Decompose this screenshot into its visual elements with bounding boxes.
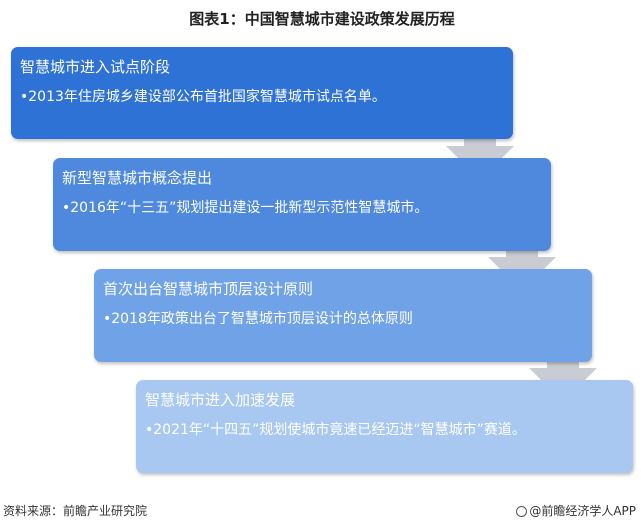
arrow-down-icon bbox=[529, 340, 597, 402]
stage-box-3: 首次出台智慧城市顶层设计原则 •2018年政策出台了智慧城市顶层设计的总体原则 bbox=[94, 269, 592, 362]
stage-box-4: 智慧城市进入加速发展 •2021年“十四五”规划使城市竟速已经迈进“智慧城市”赛… bbox=[136, 380, 633, 473]
brand-logo-icon bbox=[516, 506, 528, 517]
stage-description: •2013年住房城乡建设部公布首批国家智慧城市试点名单。 bbox=[20, 89, 386, 105]
stage-title: 智慧城市进入加速发展 bbox=[145, 391, 296, 409]
stage-box-1: 智慧城市进入试点阶段 •2013年住房城乡建设部公布首批国家智慧城市试点名单。 bbox=[11, 47, 513, 139]
arrow-down-icon bbox=[446, 118, 514, 180]
stage-title: 首次出台智慧城市顶层设计原则 bbox=[103, 280, 314, 298]
arrow-down-icon bbox=[488, 229, 556, 291]
stage-description: •2021年“十四五”规划使城市竟速已经迈进“智慧城市”赛道。 bbox=[145, 422, 526, 438]
source-note: 资料来源：前瞻产业研究院 bbox=[3, 504, 148, 518]
brand-credit: @前瞻经济学人APP bbox=[516, 502, 636, 519]
diagram-title: 图表1：中国智慧城市建设政策发展历程 bbox=[189, 10, 455, 28]
brand-text: @前瞻经济学人APP bbox=[529, 504, 636, 518]
stage-title: 智慧城市进入试点阶段 bbox=[20, 58, 171, 76]
stage-description: •2018年政策出台了智慧城市顶层设计的总体原则 bbox=[103, 311, 413, 327]
stage-title: 新型智慧城市概念提出 bbox=[62, 169, 213, 187]
stage-description: •2016年“十三五”规划提出建设一批新型示范性智慧城市。 bbox=[62, 200, 429, 216]
stage-box-2: 新型智慧城市概念提出 •2016年“十三五”规划提出建设一批新型示范性智慧城市。 bbox=[53, 158, 551, 251]
